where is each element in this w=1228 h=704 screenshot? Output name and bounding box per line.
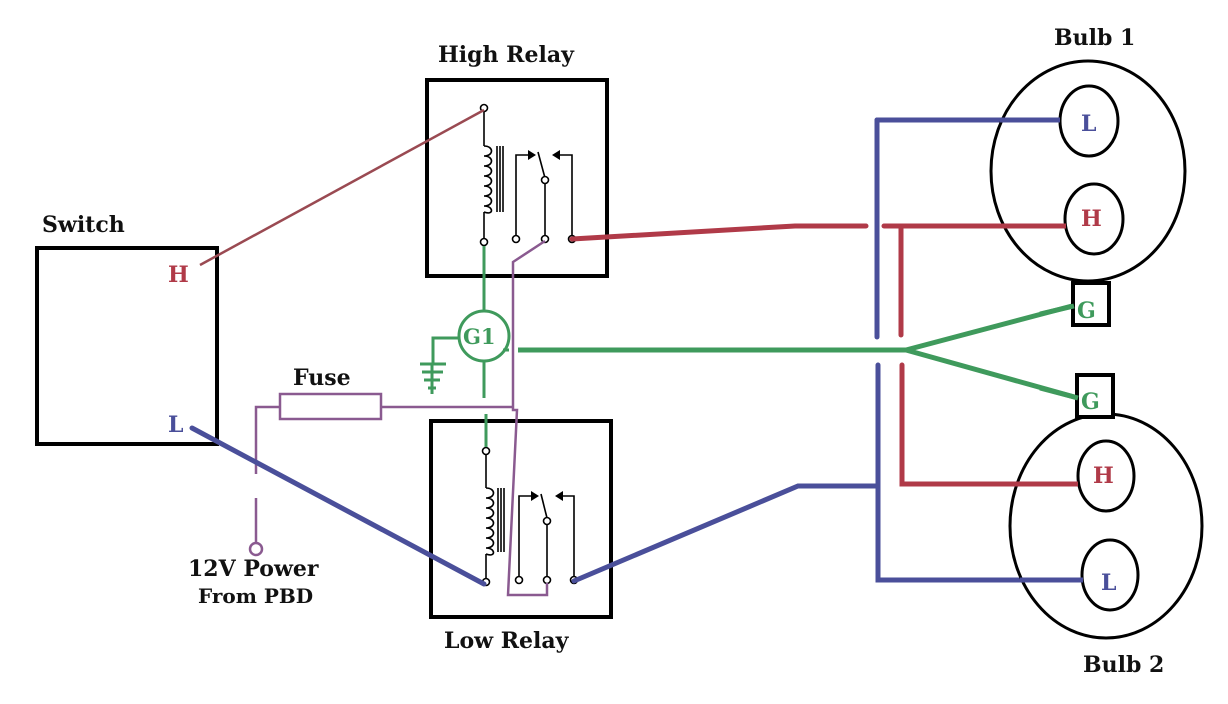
fuse-title: Fuse <box>293 365 351 391</box>
ground-wire <box>431 246 488 447</box>
low-relay-nc-terminal <box>514 575 524 585</box>
bulb-2-low-label: L <box>1101 570 1116 596</box>
bulb-1-title: Bulb 1 <box>1054 25 1135 51</box>
low-relay-coil-top-terminal <box>481 446 491 456</box>
bulb-1-high-label: H <box>1081 206 1102 232</box>
switch-terminal-high: H <box>168 262 189 288</box>
low-relay-common-terminal <box>542 575 552 585</box>
power-label-line2: From PBD <box>198 584 313 608</box>
switch-terminal-low: L <box>168 412 183 438</box>
high-relay-nc-terminal <box>511 234 521 244</box>
ground-node-g1 <box>457 309 511 363</box>
low-relay-coil <box>485 452 505 580</box>
high-relay-coil-bottom-terminal <box>479 237 489 247</box>
bulb-1-high-terminal <box>1063 182 1125 256</box>
low-relay-title: Low Relay <box>444 628 570 654</box>
high-relay: High Relay <box>425 42 609 278</box>
low-wire <box>189 117 1086 587</box>
ground-node-label: G1 <box>463 324 496 349</box>
high-output-wire <box>569 223 1081 487</box>
switch-box <box>35 246 219 446</box>
bulb-2-high-label: H <box>1093 463 1114 489</box>
ground-symbol-icon <box>420 362 446 394</box>
bulb-2-title: Bulb 2 <box>1083 652 1164 678</box>
high-relay-coil <box>483 109 504 240</box>
bulb-1: Bulb 1 L H G <box>989 25 1187 327</box>
power-label-line1: 12V Power <box>188 556 319 582</box>
bulb-1-ground-terminal <box>1071 281 1111 327</box>
bulb-2-low-terminal <box>1080 538 1140 612</box>
arrow-icon <box>528 150 536 160</box>
power-wire <box>254 239 549 597</box>
bulb-2: G H L Bulb 2 <box>1008 373 1204 678</box>
switch: Switch H L <box>35 212 219 446</box>
low-relay-box <box>429 419 613 619</box>
switch-high-to-high-relay-wire <box>199 108 485 267</box>
ground-main-wire <box>503 303 1079 401</box>
bulb-1-low-label: L <box>1081 111 1096 137</box>
high-relay-title: High Relay <box>438 42 575 68</box>
power-source-node <box>248 541 264 557</box>
switch-title: Switch <box>42 212 125 238</box>
fuse-body <box>278 392 383 421</box>
high-relay-box <box>425 78 609 278</box>
low-relay: Low Relay <box>429 419 613 654</box>
bulb-2-high-terminal <box>1076 439 1136 513</box>
bulb-2-ground-label: G <box>1081 389 1100 415</box>
low-relay-contacts <box>518 491 575 578</box>
bulb-1-ground-label: G <box>1077 298 1096 324</box>
arrow-icon <box>552 150 560 160</box>
high-relay-contacts <box>515 150 573 238</box>
arrow-icon <box>555 491 563 501</box>
arrow-icon <box>531 491 539 501</box>
